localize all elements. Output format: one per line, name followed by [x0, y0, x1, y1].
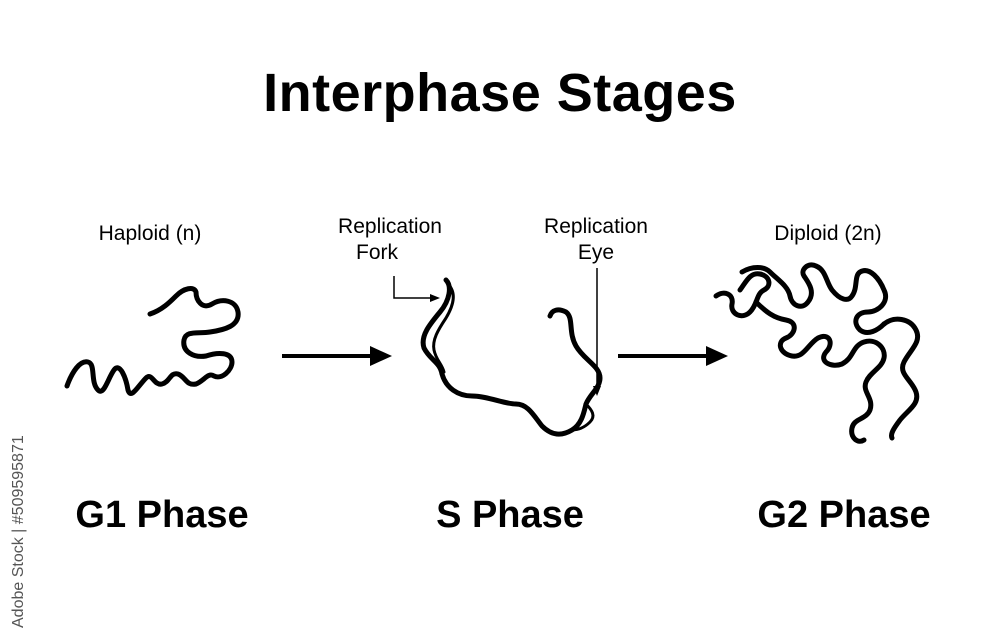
arrow-g1-to-s: [282, 346, 392, 366]
eye-label-line2: Eye: [577, 241, 615, 264]
watermark-text: Adobe Stock | #509595871: [10, 435, 27, 628]
s-phase-chromosome: [420, 277, 603, 437]
g1-phase-label: G1 Phase: [75, 494, 249, 536]
diploid-label: Diploid (2n): [774, 222, 882, 245]
replication-eye-strand: [570, 402, 595, 432]
fork-label-line1: Replication: [338, 215, 442, 238]
replication-fork-strand: [432, 282, 455, 374]
eye-pointer: [593, 268, 601, 396]
replication-fork-label: Replication Fork: [320, 214, 460, 266]
fork-pointer: [393, 276, 440, 302]
diagram-title: Interphase Stages: [263, 63, 737, 123]
g2-chromosome-lower: [753, 299, 920, 444]
stock-watermark: Adobe Stock | #509595871: [8, 400, 30, 630]
arrow-s-to-g2: [618, 346, 728, 366]
fork-label-line2: Fork: [356, 241, 398, 264]
eye-label-line1: Replication: [544, 215, 648, 238]
g1-chromosome: [64, 286, 241, 396]
s-phase-label: S Phase: [436, 494, 584, 536]
haploid-label: Haploid (n): [98, 222, 202, 245]
g2-chromosome-upper: [713, 262, 888, 335]
replication-eye-label: Replication Eye: [526, 214, 666, 266]
g2-phase-label: G2 Phase: [757, 494, 931, 536]
